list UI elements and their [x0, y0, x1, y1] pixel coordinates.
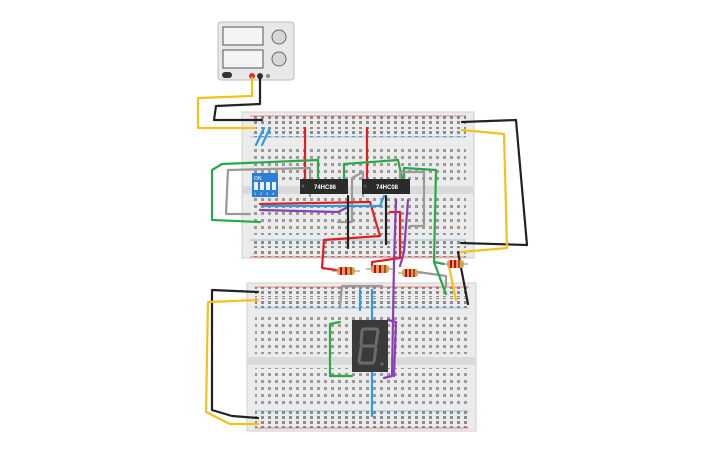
- voltage-knob[interactable]: [271, 29, 287, 45]
- decimal-point: [380, 362, 384, 366]
- wire-yellow-lower-right[interactable]: [446, 260, 458, 302]
- wire-yellow-supply[interactable]: [196, 76, 257, 130]
- resistor-3[interactable]: [398, 269, 422, 277]
- wire-yellow-lower-left[interactable]: [204, 298, 260, 426]
- wire-gray-lower[interactable]: [338, 284, 384, 308]
- dip-toggle-4[interactable]: [272, 182, 276, 190]
- resistor-1[interactable]: [332, 267, 360, 275]
- wire-gray-left[interactable]: [224, 166, 312, 216]
- dip-pos-4: 4: [272, 191, 275, 196]
- chip-74hc08[interactable]: 74HC08: [362, 179, 410, 194]
- wire-green-top[interactable]: [342, 158, 404, 180]
- power-supply[interactable]: [217, 21, 295, 81]
- wire-purple-2[interactable]: [382, 198, 398, 380]
- segment-glyph: [357, 327, 380, 365]
- dip-toggle-3[interactable]: [266, 182, 270, 190]
- resistor-4[interactable]: [444, 260, 468, 268]
- dip-switch[interactable]: ON 1 2 3 4: [252, 173, 278, 197]
- negative-terminal[interactable]: [257, 73, 263, 79]
- resistor-2[interactable]: [366, 265, 394, 273]
- wire-black-lower-left[interactable]: [210, 288, 260, 420]
- dip-toggle-2[interactable]: [260, 182, 264, 190]
- positive-terminal[interactable]: [249, 73, 255, 79]
- wire-green-left-loop[interactable]: [210, 158, 320, 224]
- wire-blue-rail-1[interactable]: [254, 126, 266, 147]
- wire-green-cross[interactable]: [432, 260, 448, 296]
- voltage-display: [222, 26, 264, 46]
- wire-black-supply[interactable]: [212, 76, 264, 122]
- current-display: [222, 49, 264, 69]
- dip-pos-2: 2: [260, 191, 263, 196]
- seven-segment-display[interactable]: [352, 320, 388, 372]
- wire-red-lower-left[interactable]: [258, 200, 382, 272]
- dip-pos-3: 3: [266, 191, 269, 196]
- chip-left-label: 74HC86: [314, 185, 337, 191]
- chip-74hc86[interactable]: 74HC86: [300, 179, 348, 194]
- wire-purple-lower[interactable]: [386, 318, 398, 378]
- wire-blue-1[interactable]: [260, 194, 386, 208]
- dip-toggle-1[interactable]: [254, 182, 258, 190]
- dip-switch-label: ON: [254, 176, 262, 182]
- current-knob[interactable]: [271, 51, 287, 67]
- wire-black-right[interactable]: [459, 118, 529, 247]
- ground-terminal: [266, 74, 270, 78]
- wire-purple-1[interactable]: [258, 206, 348, 214]
- wire-blue-rail-2[interactable]: [260, 126, 272, 147]
- chip-right-label: 74HC08: [376, 185, 399, 191]
- dip-pos-1: 1: [254, 191, 257, 196]
- wire-gray-lower-2[interactable]: [416, 270, 448, 288]
- wire-gray-right[interactable]: [398, 170, 426, 228]
- wire-green-lower[interactable]: [328, 320, 354, 378]
- wire-yellow-right[interactable]: [459, 128, 509, 254]
- power-switch[interactable]: [222, 72, 232, 78]
- wire-purple-3[interactable]: [398, 198, 410, 268]
